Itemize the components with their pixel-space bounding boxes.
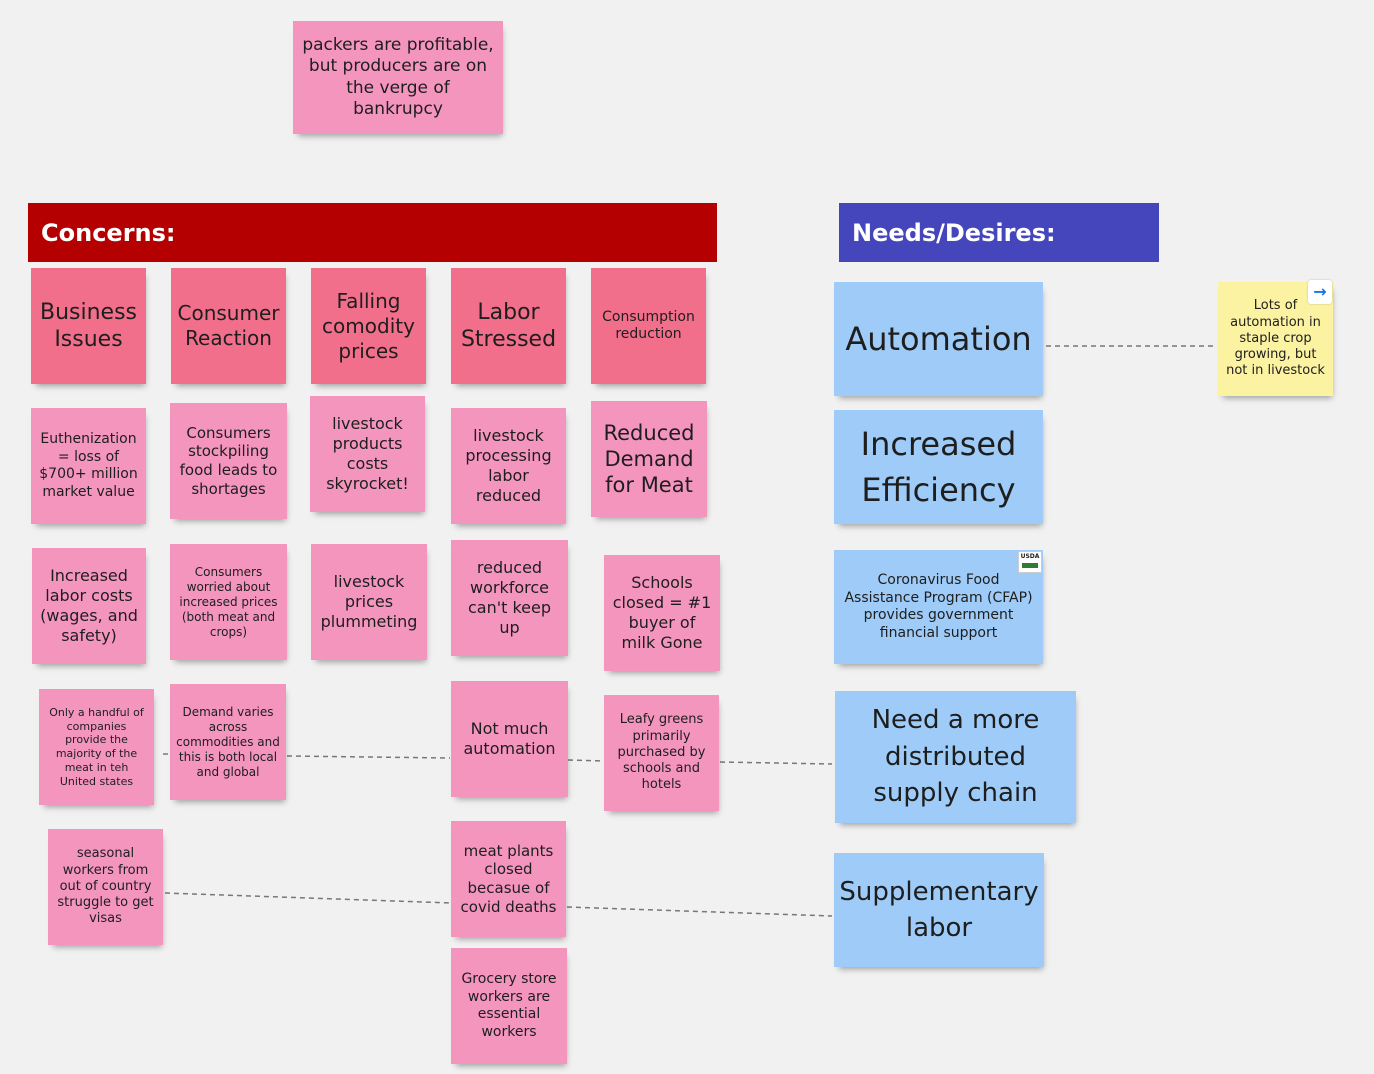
sticky-note-grocery-workers[interactable]: Grocery store workers are essential work…	[451, 948, 567, 1064]
sticky-note-staple-crop-comment[interactable]: Lots of automation in staple crop growin…	[1218, 280, 1333, 396]
connector-labor-2	[566, 906, 833, 917]
sticky-note-worried-prices[interactable]: Consumers worried about increased prices…	[170, 544, 287, 660]
sticky-note-stockpiling[interactable]: Consumers stockpiling food leads to shor…	[170, 403, 287, 519]
connector-supply-chain-3	[567, 759, 605, 762]
arrow-right-icon[interactable]: →	[1308, 280, 1332, 304]
connector-supply-chain-2	[286, 755, 451, 759]
sticky-note-prices-plummeting[interactable]: livestock prices plummeting	[311, 544, 427, 660]
sticky-note-workforce[interactable]: reduced workforce can't keep up	[451, 540, 568, 656]
sticky-note-reduced-demand[interactable]: Reduced Demand for Meat	[591, 401, 707, 517]
sticky-note-handful-companies[interactable]: Only a handful of companies provide the …	[39, 689, 154, 805]
sticky-note-seasonal-workers[interactable]: seasonal workers from out of country str…	[48, 829, 163, 945]
sticky-note-increased-labor-costs[interactable]: Increased labor costs (wages, and safety…	[32, 548, 146, 664]
sticky-note-leafy-greens[interactable]: Leafy greens primarily purchased by scho…	[604, 695, 719, 811]
sticky-note-efficiency[interactable]: Increased Efficiency	[834, 410, 1043, 524]
sticky-note-business-issues[interactable]: Business Issues	[31, 268, 146, 384]
sticky-note-supplementary-labor[interactable]: Supplementary labor	[834, 853, 1044, 967]
sticky-note-automation[interactable]: Automation	[834, 282, 1043, 396]
sticky-note-consumer-reaction[interactable]: Consumer Reaction	[171, 268, 286, 384]
needs-header: Needs/Desires:	[839, 203, 1159, 262]
sticky-note-consumption-reduction[interactable]: Consumption reduction	[591, 268, 706, 384]
sticky-note-processing-labor[interactable]: livestock processing labor reduced	[451, 408, 566, 524]
sticky-note-cfap[interactable]: Coronavirus Food Assistance Program (CFA…	[834, 550, 1043, 664]
sticky-note-euthenization[interactable]: Euthenization = loss of $700+ million ma…	[31, 408, 146, 524]
needs-header-label: Needs/Desires:	[852, 218, 1056, 247]
sticky-note-costs-skyrocket[interactable]: livestock products costs skyrocket!	[310, 396, 425, 512]
sticky-note-supply-chain[interactable]: Need a more distributed supply chain	[835, 691, 1076, 823]
usda-logo-icon: USDA	[1018, 551, 1042, 573]
connector-labor-1	[164, 892, 453, 904]
sticky-note-demand-varies[interactable]: Demand varies across commodities and thi…	[170, 684, 286, 800]
concerns-header: Concerns:	[28, 203, 717, 262]
sticky-note-meat-plants[interactable]: meat plants closed becasue of covid deat…	[451, 821, 566, 937]
sticky-note-schools-closed[interactable]: Schools closed = #1 buyer of milk Gone	[604, 555, 720, 671]
connector-supply-chain-4	[719, 761, 833, 765]
sticky-note-top[interactable]: packers are profitable, but producers ar…	[293, 21, 503, 134]
sticky-note-not-much-automation[interactable]: Not much automation	[451, 681, 568, 797]
sticky-note-labor-stressed[interactable]: Labor Stressed	[451, 268, 566, 384]
sticky-note-falling-prices[interactable]: Falling comodity prices	[311, 268, 426, 384]
concerns-header-label: Concerns:	[41, 218, 176, 247]
